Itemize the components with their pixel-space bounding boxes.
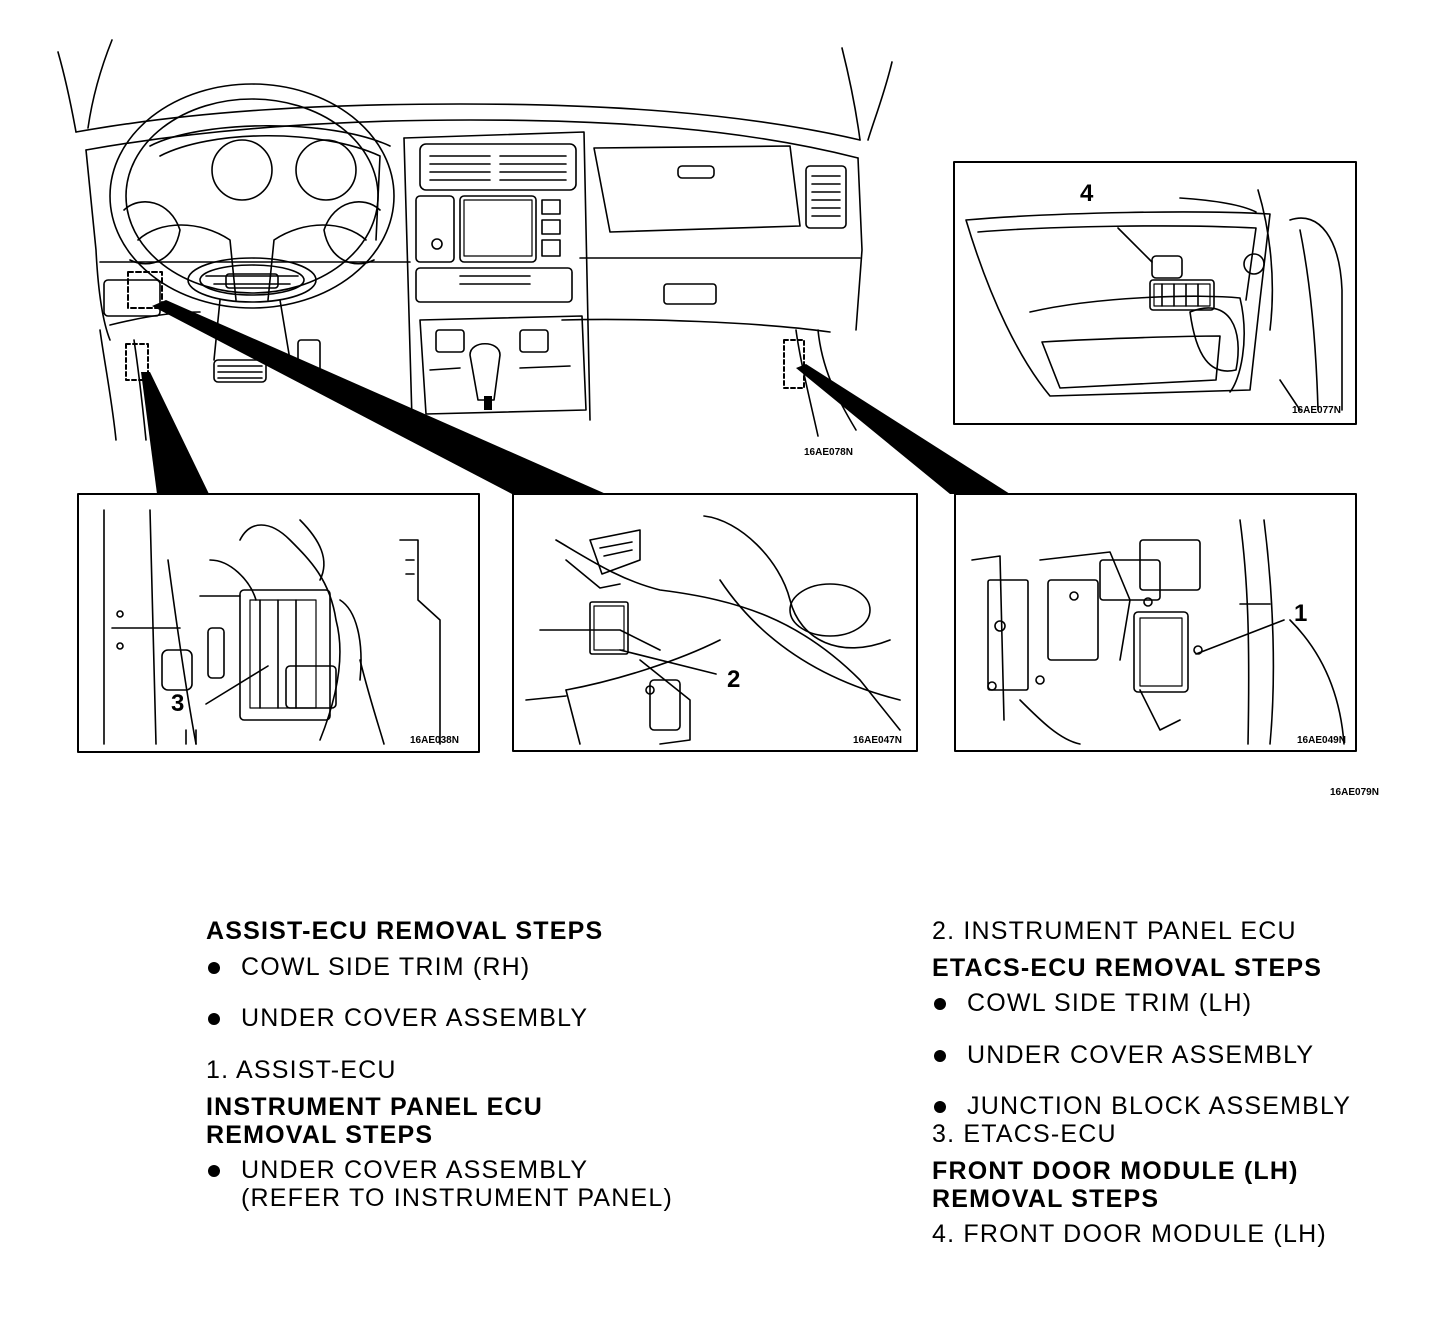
code-panel-right: 16AE049N: [1297, 735, 1346, 746]
bullet-icon: [208, 1013, 220, 1025]
bullet-icon: [934, 1049, 946, 1062]
assist-step-cowl-trim: COWL SIDE TRIM (RH): [206, 953, 673, 982]
etacs-step-junction-block: JUNCTION BLOCK ASSEMBLY: [932, 1092, 1351, 1121]
callout-4: 4: [1080, 180, 1094, 207]
bullet-icon: [208, 1165, 220, 1177]
etacs-step-cowl-trim: COWL SIDE TRIM (LH): [932, 989, 1351, 1018]
right-steps-column: 2. INSTRUMENT PANEL ECU ETACS-ECU REMOVA…: [932, 917, 1351, 1249]
panel-middle-illustration: [512, 493, 918, 752]
bullet-icon: [208, 961, 220, 974]
assist-ecu-step: 1. ASSIST-ECU: [206, 1055, 397, 1084]
bullet-icon: [934, 1101, 946, 1113]
etacs-ecu-step: 3. ETACS-ECU: [932, 1119, 1117, 1148]
callout-1: 1: [1294, 600, 1308, 627]
ip-ecu-step: 2. INSTRUMENT PANEL ECU: [932, 917, 1297, 945]
left-steps-column: ASSIST-ECU REMOVAL STEPS COWL SIDE TRIM …: [206, 917, 673, 1212]
bullet-icon: [934, 998, 946, 1010]
code-panel-middle: 16AE047N: [853, 735, 902, 746]
dashboard-illustration: [57, 39, 893, 441]
callout-2: 2: [727, 666, 741, 693]
etacs-step-under-cover: UNDER COVER ASSEMBLY: [932, 1041, 1351, 1070]
fdm-step: 4. FRONT DOOR MODULE (LH): [932, 1220, 1327, 1248]
callout-3: 3: [171, 690, 185, 717]
code-door: 16AE077N: [1292, 405, 1341, 416]
ip-ecu-heading-line2: REMOVAL STEPS: [206, 1120, 434, 1149]
ip-step-under-cover: UNDER COVER ASSEMBLY (REFER TO INSTRUMEN…: [206, 1156, 673, 1212]
ip-ecu-heading-line1: INSTRUMENT PANEL ECU: [206, 1093, 543, 1121]
code-panel-left: 16AE038N: [410, 735, 459, 746]
code-main-dash: 16AE078N: [804, 447, 853, 458]
assist-step-under-cover: UNDER COVER ASSEMBLY: [206, 1004, 673, 1033]
code-overall: 16AE079N: [1330, 787, 1379, 798]
etacs-ecu-heading: ETACS-ECU REMOVAL STEPS: [932, 953, 1323, 982]
assist-ecu-heading: ASSIST-ECU REMOVAL STEPS: [206, 917, 604, 945]
panel-left-illustration: [77, 493, 480, 753]
fdm-heading-line2: REMOVAL STEPS: [932, 1184, 1160, 1213]
panel-right-illustration: [954, 493, 1357, 752]
door-inset: [953, 161, 1357, 425]
leader-wedges: [141, 300, 1010, 494]
fdm-heading-line1: FRONT DOOR MODULE (LH): [932, 1157, 1299, 1185]
location-diagram: [57, 39, 1357, 753]
